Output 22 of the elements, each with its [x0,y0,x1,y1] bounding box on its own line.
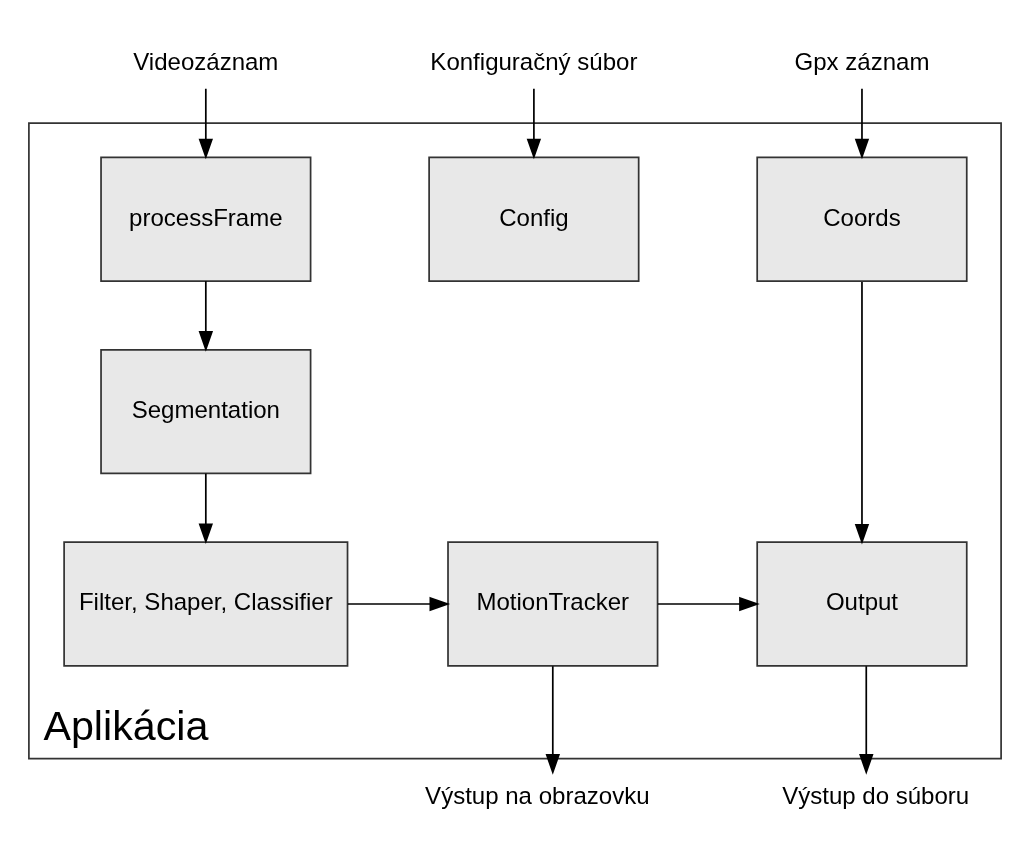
arrow [526,87,542,159]
node-box: processFrame [100,156,312,282]
node-text: Gpx záznam [794,47,930,75]
arrow [198,87,214,159]
node-text: Výstup do súboru [782,781,970,809]
node-text: Konfiguračný súbor [430,47,638,75]
node-text: Výstup na obrazovku [425,781,650,809]
arrow [657,596,760,611]
arrow [347,596,451,611]
node-box: MotionTracker [447,540,659,667]
arrow [854,280,870,545]
arrow [198,279,214,352]
arrow [859,664,874,775]
arrow [198,472,214,544]
node-box: Config [428,156,640,282]
node-box: Segmentation [100,348,312,474]
arrow [854,87,870,159]
node-box: Output [756,540,968,667]
node-box: Filter, Shaper, Classifier [63,540,349,667]
node-box: Coords [756,156,968,282]
node-text: Videozáznam [133,47,279,75]
arrow [545,664,560,775]
